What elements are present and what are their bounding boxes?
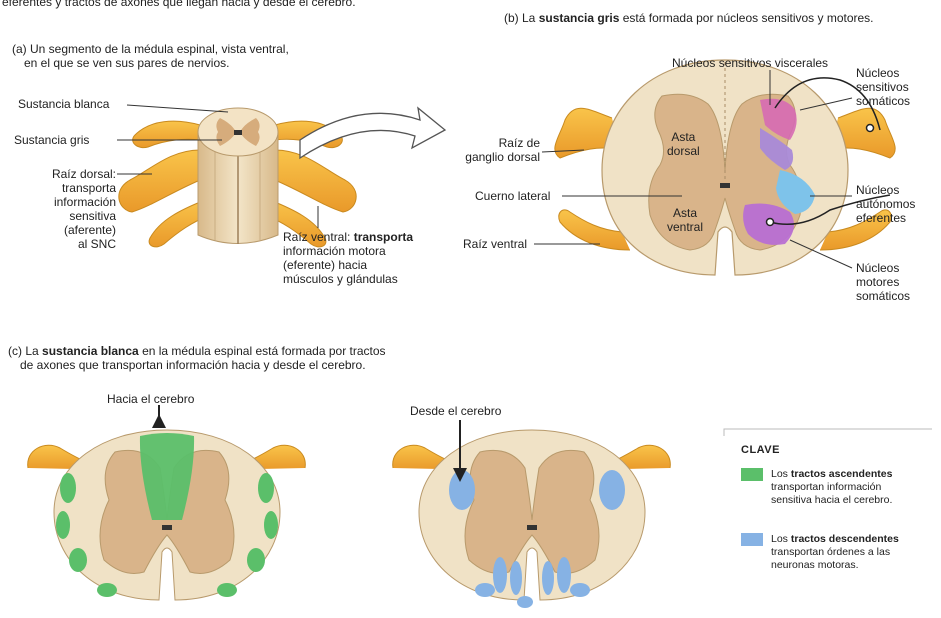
panel-c-caption: (c) La sustancia blanca en la médula esp… <box>8 344 386 372</box>
label-dorsal-root-ganglion: Raíz de ganglio dorsal <box>452 136 540 164</box>
dorsal-horn-line-2: dorsal <box>667 144 700 158</box>
somatic-sensory-line-1: Núcleos <box>856 66 910 80</box>
somatic-motor-line-2: motores <box>856 275 910 289</box>
dorsal-root-line-4: sensitiva <box>20 209 116 223</box>
ventral-root-a-line-1: Raíz ventral: transporta <box>283 230 413 244</box>
somatic-motor-line-1: Núcleos <box>856 261 910 275</box>
panel-c-caption-line-1: (c) La sustancia blanca en la médula esp… <box>8 344 386 358</box>
panel-a-caption: (a) Un segmento de la médula espinal, vi… <box>12 42 289 70</box>
label-ventral-root-a: Raíz ventral: transporta información mot… <box>283 230 413 286</box>
panel-c-caption-bold: sustancia blanca <box>42 344 139 358</box>
autonomic-line-1: Núcleos <box>856 183 915 197</box>
dorsal-root-line-2: transporta <box>20 181 116 195</box>
panel-c-ascending-section <box>28 405 306 600</box>
ventral-root-a-line-3: (eferente) hacia <box>283 258 413 272</box>
panel-b-cross-section <box>555 60 895 275</box>
legend-ascending-line-1: Los tractos ascendentes <box>771 468 892 481</box>
legend-descending-text: Los tractos descendentes transportan órd… <box>771 533 899 572</box>
label-toward-brain: Hacia el cerebro <box>107 392 194 406</box>
panel-c-caption-line-2: de axones que transportan información ha… <box>8 358 386 372</box>
label-visceral-sensory-nuclei: Núcleos sensitivos viscerales <box>672 56 828 70</box>
somatic-sensory-line-3: somáticos <box>856 94 910 108</box>
panel-c-caption-post: en la médula espinal está formada por tr… <box>139 344 386 358</box>
label-from-brain: Desde el cerebro <box>410 404 501 418</box>
ventral-root-a-line-4: músculos y glándulas <box>283 272 413 286</box>
panel-c-descending-section <box>393 420 671 608</box>
legend-ascending-line-2: transportan información <box>771 481 892 494</box>
ventral-horn-line-1: Asta <box>667 206 703 220</box>
label-dorsal-horn: Asta dorsal <box>667 130 700 158</box>
legend-ascending-line-3: sensitiva hacia el cerebro. <box>771 494 892 507</box>
ventral-horn-line-2: ventral <box>667 220 703 234</box>
label-autonomic-efferent-nuclei: Núcleos autónomos eferentes <box>856 183 915 225</box>
label-ventral-horn: Asta ventral <box>667 206 703 234</box>
somatic-motor-line-3: somáticos <box>856 289 910 303</box>
dorsal-root-line-6: al SNC <box>20 237 116 251</box>
panel-b-caption-pre: (b) La <box>504 11 539 25</box>
label-lateral-horn: Cuerno lateral <box>475 189 550 203</box>
ascending-swatch <box>741 468 763 481</box>
legend-ascending-text: Los tractos ascendentes transportan info… <box>771 468 892 507</box>
dorsal-horn-line-1: Asta <box>667 130 700 144</box>
label-white-matter: Sustancia blanca <box>18 97 109 111</box>
label-somatic-sensory-nuclei: Núcleos sensitivos somáticos <box>856 66 910 108</box>
somatic-sensory-line-2: sensitivos <box>856 80 910 94</box>
legend-descending-line-2: transportan órdenes a las <box>771 546 899 559</box>
panel-b-caption-bold: sustancia gris <box>539 11 620 25</box>
autonomic-line-3: eferentes <box>856 211 915 225</box>
legend-descending-line-3: neuronas motoras. <box>771 559 899 572</box>
panel-a-caption-line-2: en el que se ven sus pares de nervios. <box>12 56 289 70</box>
label-gray-matter: Sustancia gris <box>14 133 89 147</box>
legend-ascending-bold: tractos ascendentes <box>791 468 893 480</box>
ventral-root-a-line-1-text: Raíz ventral: <box>283 230 354 244</box>
dorsal-ganglion-line-2: ganglio dorsal <box>452 150 540 164</box>
panel-b-caption-post: está formada por núcleos sensitivos y mo… <box>619 11 873 25</box>
legend-key: CLAVE Los tractos ascendentes transporta… <box>723 428 933 600</box>
legend-descending-pre: Los <box>771 533 791 545</box>
panel-c-caption-pre: (c) La <box>8 344 42 358</box>
dorsal-ganglion-line-1: Raíz de <box>452 136 540 150</box>
dorsal-root-line-3: información <box>20 195 116 209</box>
autonomic-line-2: autónomos <box>856 197 915 211</box>
panel-b-caption: (b) La sustancia gris está formada por n… <box>504 11 874 25</box>
legend-descending-line-1: Los tractos descendentes <box>771 533 899 546</box>
label-dorsal-root: Raíz dorsal: transporta información sens… <box>20 167 116 251</box>
ventral-root-a-line-2: información motora <box>283 244 413 258</box>
panel-a-caption-line-1: (a) Un segmento de la médula espinal, vi… <box>12 42 289 56</box>
legend-descending-bold: tractos descendentes <box>791 533 899 545</box>
dorsal-root-line-5: (aferente) <box>20 223 116 237</box>
legend-ascending-pre: Los <box>771 468 791 480</box>
legend-title: CLAVE <box>741 444 780 456</box>
label-ventral-root-b: Raíz ventral <box>463 237 527 251</box>
label-somatic-motor-nuclei: Núcleos motores somáticos <box>856 261 910 303</box>
descending-swatch <box>741 533 763 546</box>
ventral-root-a-line-1-bold: transporta <box>354 230 413 244</box>
panel-arrow-icon <box>300 108 445 158</box>
dorsal-root-line-1: Raíz dorsal: <box>20 167 116 181</box>
